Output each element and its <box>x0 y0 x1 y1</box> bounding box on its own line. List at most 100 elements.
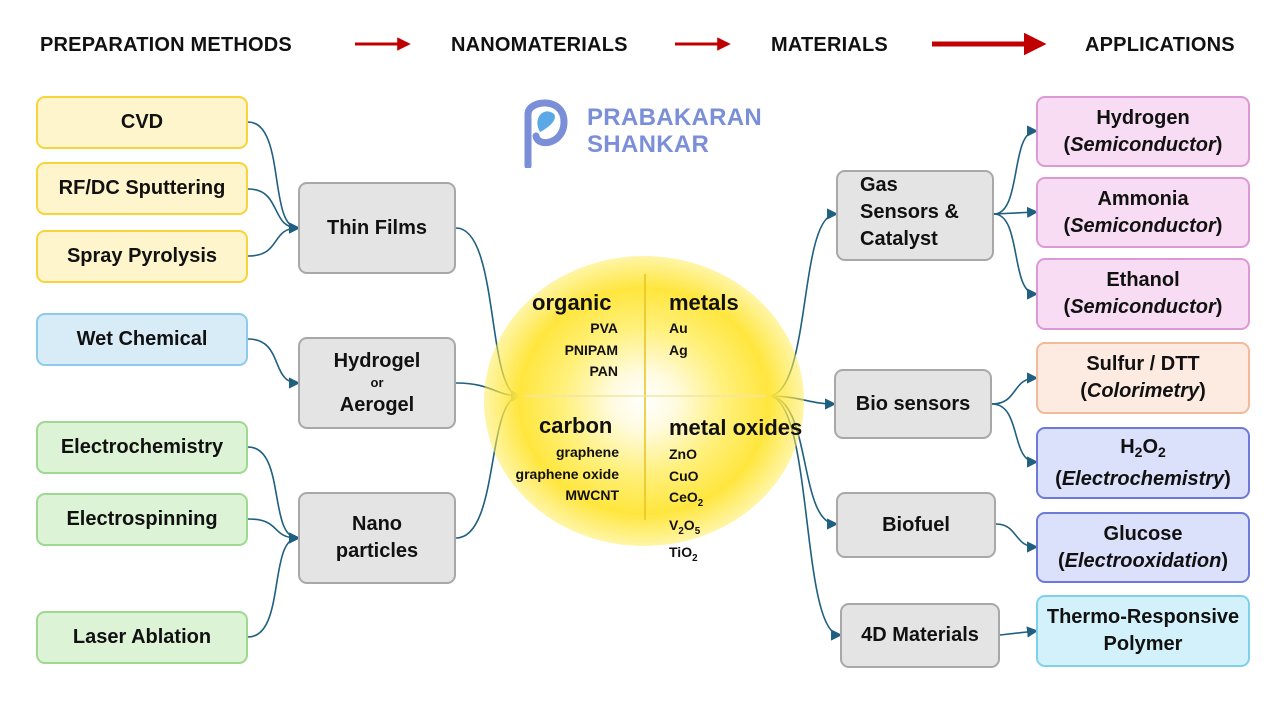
output-h2o2-method-wrap: (Electrochemistry) <box>1055 467 1231 490</box>
materials-organic-list: PVA PNIPAM PAN <box>520 318 618 383</box>
output-ethanol-name: Ethanol <box>1106 269 1180 291</box>
materials-quadrant-divider <box>524 274 766 520</box>
output-ammonia: Ammonia (Semiconductor) <box>1036 177 1250 248</box>
method-wet-label: Wet Chemical <box>76 328 208 350</box>
nano-hydrogel-label: Hydrogel <box>333 350 421 372</box>
output-ethanol-method: Semiconductor <box>1070 296 1216 318</box>
output-hydrogen-method-wrap: (Semiconductor) <box>1063 133 1223 156</box>
oxide-o-sub: 5 <box>694 525 701 537</box>
connector-gas-hydrogen <box>993 125 1039 215</box>
header-preparation-methods: PREPARATION METHODS <box>40 34 292 56</box>
connector-bio-sulfur <box>991 372 1039 405</box>
method-spray-label: Spray Pyrolysis <box>66 245 218 267</box>
oxide-tio-sub: 2 <box>692 553 698 564</box>
materials-carbon-item: MWCNT <box>565 487 619 503</box>
output-ethanol: Ethanol (Semiconductor) <box>1036 258 1250 330</box>
h2o2-sub2: 2 <box>1158 443 1166 460</box>
logo-mark-icon <box>524 99 568 168</box>
connector-spray-thinfilms <box>247 222 301 257</box>
method-sputtering-label: RF/DC Sputtering <box>58 177 226 199</box>
output-sulfur-name: Sulfur / DTT <box>1086 353 1200 375</box>
materials-metals-item: Au <box>669 320 688 336</box>
output-ammonia-method-wrap: (Semiconductor) <box>1063 214 1223 237</box>
output-h2o2-method: Electrochemistry <box>1061 467 1225 490</box>
method-sputtering: RF/DC Sputtering <box>36 162 248 215</box>
connector-wet-hydrogel <box>247 338 301 389</box>
connector-sputtering-thinfilms <box>247 188 301 234</box>
app-bio-label: Bio sensors <box>855 392 971 415</box>
connector-cvd-thinfilms <box>247 121 301 234</box>
logo-line-2: SHANKAR <box>587 131 710 158</box>
h2o2-o: O <box>1142 435 1158 458</box>
materials-metal-oxides-list: ZnO CuO CeO2 V2O5 TiO2 <box>669 444 703 570</box>
materials-carbon-title: carbon <box>539 413 613 438</box>
connector-bio-h2o2 <box>991 403 1039 468</box>
method-electrospinning: Electrospinning <box>36 493 248 546</box>
materials-oxide-item: ZnO <box>669 446 697 462</box>
app-biofuel: Biofuel <box>836 492 996 558</box>
method-wet-chemical: Wet Chemical <box>36 313 248 366</box>
header-nanomaterials: NANOMATERIALS <box>451 34 628 56</box>
materials-carbon-list: graphene graphene oxide MWCNT <box>480 442 619 507</box>
output-ethanol-method-wrap: (Semiconductor) <box>1063 296 1223 318</box>
connector-electrochem-nano <box>247 446 301 544</box>
materials-organic-title: organic <box>532 290 612 315</box>
app-gas-line: Sensors & <box>860 201 959 223</box>
materials-organic-item: PAN <box>589 363 618 379</box>
h2o2-h: H <box>1120 435 1135 458</box>
output-h2o2: H2O2 (Electrochemistry) <box>1036 427 1250 499</box>
materials-oxide-item: CuO <box>669 467 699 484</box>
connector-gas-ethanol <box>993 213 1039 300</box>
materials-metals-title: metals <box>669 290 739 315</box>
output-sulfur-dtt: Sulfur / DTT (Colorimetry) <box>1036 342 1250 414</box>
materials-carbon-item: graphene oxide <box>515 465 619 482</box>
materials-oxide-item: TiO2 <box>669 542 703 570</box>
app-gas-line: Gas <box>860 174 898 196</box>
nano-or-label: or <box>370 375 384 390</box>
materials-metal-oxides-title: metal oxides <box>669 415 803 440</box>
materials-glow <box>484 256 804 546</box>
method-cvd-label: CVD <box>120 111 164 133</box>
output-glucose: Glucose (Electrooxidation) <box>1036 512 1250 583</box>
logo-line-1: PRABAKARAN <box>587 104 762 131</box>
output-thermo-line1: Thermo-Responsive <box>1046 606 1240 628</box>
output-thermo-responsive: Thermo-Responsive Polymer <box>1036 595 1250 667</box>
output-glucose-name: Glucose <box>1103 522 1183 545</box>
materials-metals-item: Ag <box>669 341 688 358</box>
header-materials: MATERIALS <box>771 34 888 56</box>
method-electrochemistry: Electrochemistry <box>36 421 248 474</box>
output-ammonia-method: Semiconductor <box>1070 214 1216 237</box>
nano-thin-films: Thin Films <box>298 182 456 274</box>
output-ammonia-name: Ammonia <box>1097 187 1189 210</box>
nano-hydrogel-aerogel: Hydrogel or Aerogel <box>298 337 456 429</box>
header-applications: APPLICATIONS <box>1085 34 1235 56</box>
output-hydrogen-method: Semiconductor <box>1070 133 1216 156</box>
materials-organic-item: PNIPAM <box>564 341 618 358</box>
app-gas-line: Catalyst <box>860 228 938 250</box>
output-hydrogen-name: Hydrogen <box>1096 106 1190 129</box>
output-glucose-method: Electrooxidation <box>1064 549 1222 572</box>
output-hydrogen: Hydrogen (Semiconductor) <box>1036 96 1250 167</box>
oxide-tio-base: TiO <box>669 544 693 560</box>
method-cvd: CVD <box>36 96 248 149</box>
app-bio-sensors: Bio sensors <box>834 369 992 439</box>
method-spray-pyrolysis: Spray Pyrolysis <box>36 230 248 283</box>
method-laser-label: Laser Ablation <box>72 626 212 648</box>
oxide-v-sub: 2 <box>678 525 684 537</box>
connector-gas-ammonia <box>993 206 1039 219</box>
materials-carbon-item: graphene <box>555 444 619 460</box>
oxide-v-base: V <box>669 516 679 533</box>
method-electrochem-label: Electrochemistry <box>60 436 224 458</box>
output-sulfur-method: Colorimetry <box>1086 380 1200 402</box>
nano-aerogel-label: Aerogel <box>339 394 415 416</box>
materials-metals-list: Au Ag <box>669 318 688 361</box>
method-electrospin-label: Electrospinning <box>66 508 218 530</box>
output-h2o2-name: H2O2 <box>1120 434 1166 466</box>
connector-biofuel-glucose <box>995 523 1039 553</box>
materials-oxide-item: V2O5 <box>669 515 703 543</box>
nano-nano-label: Nano <box>352 513 402 535</box>
materials-organic-item: PVA <box>590 320 618 336</box>
materials-oxide-item: CeO2 <box>669 487 703 515</box>
output-sulfur-method-wrap: (Colorimetry) <box>1080 380 1206 402</box>
